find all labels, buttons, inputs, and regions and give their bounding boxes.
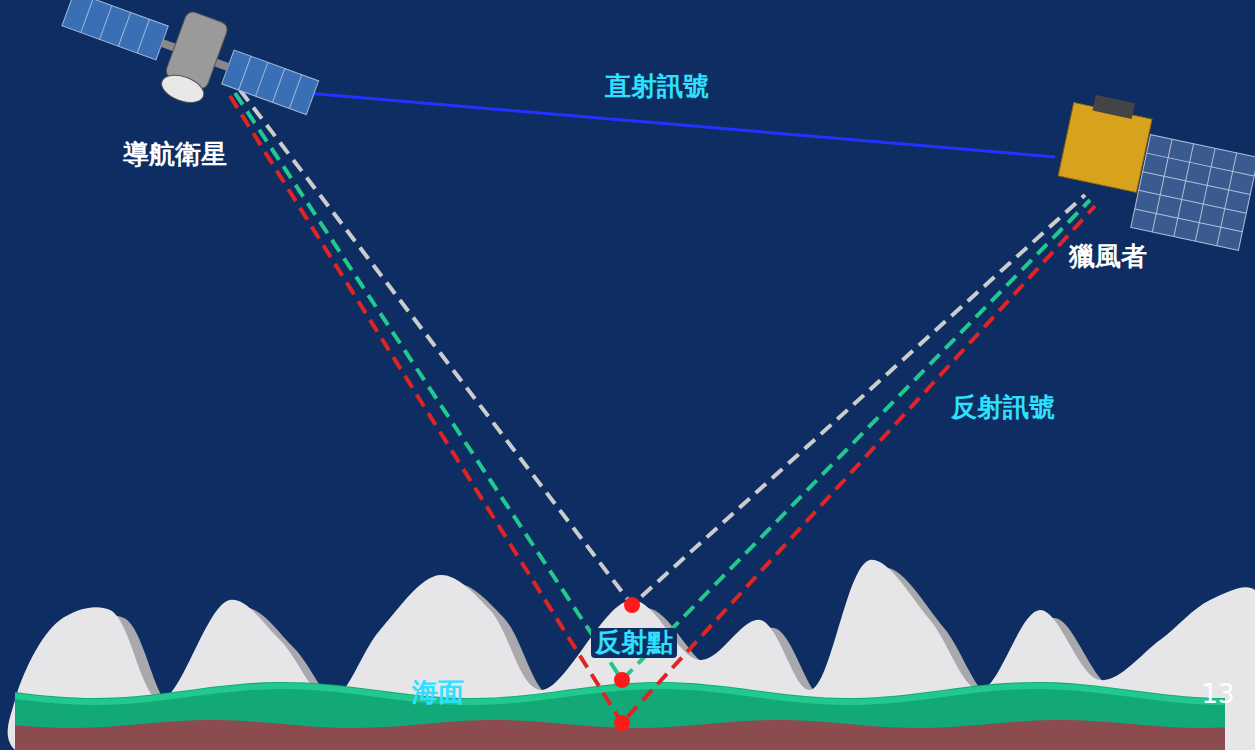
reflected-signal-ray: [240, 90, 1085, 605]
reflected-signal-ray: [230, 96, 1095, 723]
sea-highlight: [15, 686, 1225, 702]
point-label: 反射點: [591, 628, 677, 658]
page-number: 13: [1201, 680, 1234, 710]
wind-hunter-satellite: [1058, 95, 1255, 250]
navigation-satellite: [52, 0, 326, 143]
reflection-point-dot: [624, 597, 640, 613]
sea-label: 海面: [412, 678, 464, 708]
satellite-label: 獵風者: [1069, 242, 1147, 272]
mountain-range: [8, 560, 1255, 750]
sea-surface-band: [15, 682, 1225, 750]
satellite-label: 導航衛星: [123, 140, 227, 170]
signal-label: 反射訊號: [951, 393, 1055, 423]
signal-label: 直射訊號: [605, 72, 709, 102]
reflection-point-dot: [614, 715, 630, 731]
reflection-point-dot: [614, 672, 630, 688]
reflected-signal-ray: [235, 93, 1090, 680]
